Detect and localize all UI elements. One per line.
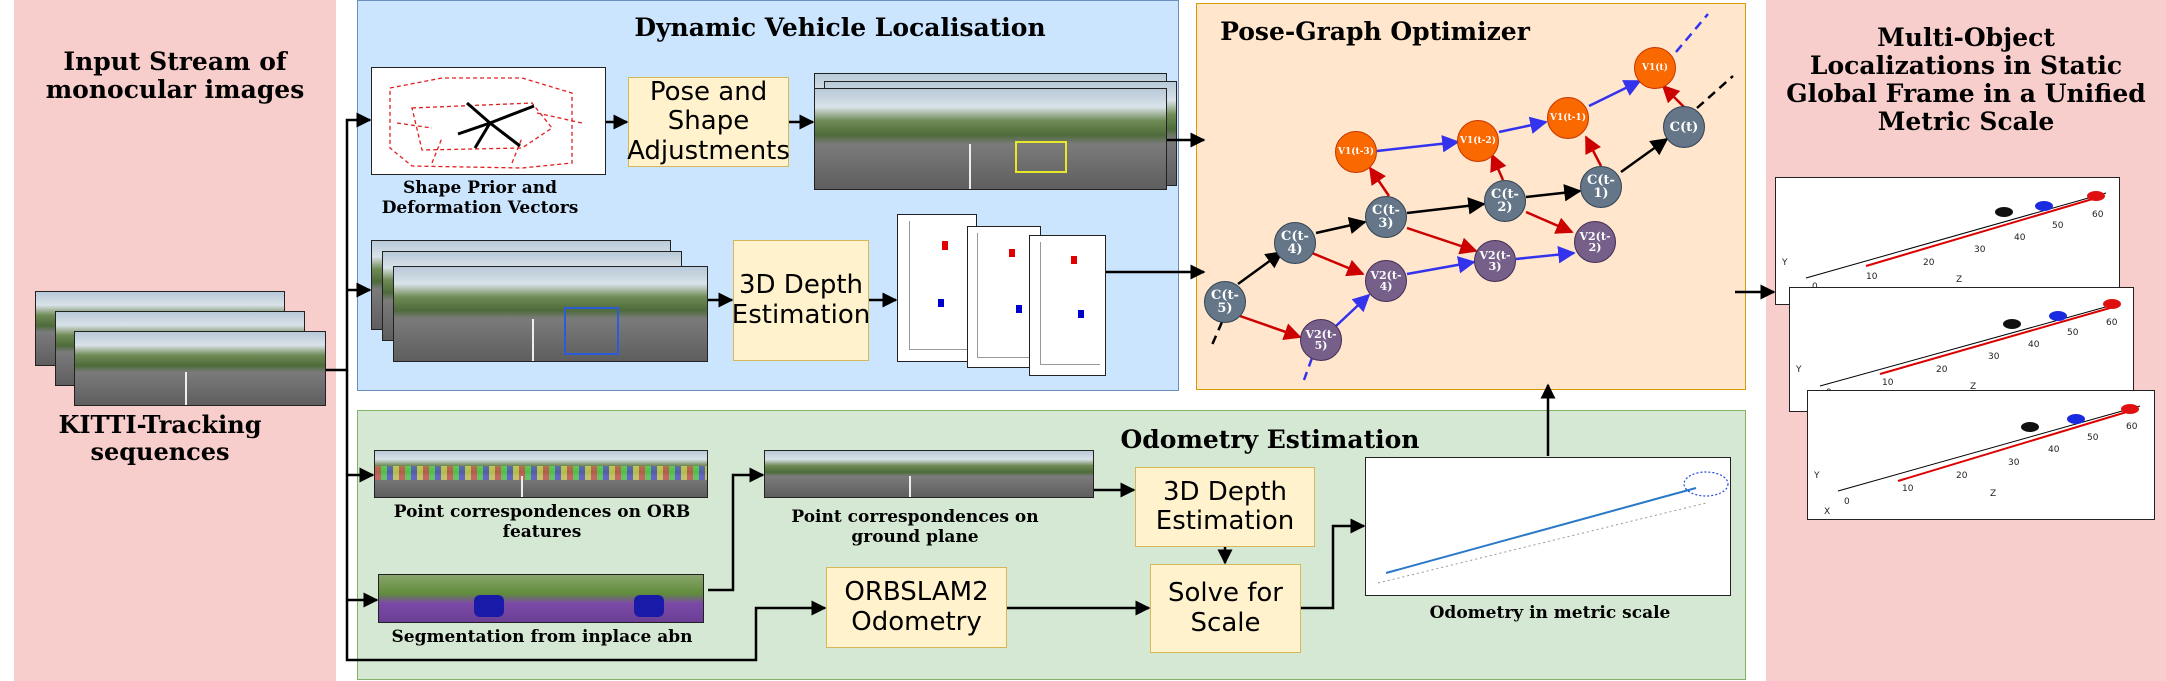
pose-shape-adjustments-box: Pose and Shape Adjustments (627, 77, 790, 167)
tick-10: 10 (1902, 484, 1914, 494)
pgo-panel-title: Pose-Graph Optimizer (1220, 17, 1530, 46)
blue-point (938, 299, 944, 307)
node-v1-t-3: V1(t-3) (1335, 131, 1377, 173)
dvl-panel-title: Dynamic Vehicle Localisation (634, 13, 1046, 42)
tick-30: 30 (1974, 245, 1986, 255)
input-panel-caption: KITTI-Tracking sequences (58, 410, 262, 466)
input-panel-title: Input Stream of monocular images (45, 47, 305, 104)
depth-input-image-3 (393, 266, 708, 362)
tick-30: 30 (1988, 352, 2000, 362)
vehicle-box-yellow (1015, 141, 1067, 173)
solve-for-scale-box: Solve for Scale (1150, 564, 1301, 653)
node-v2-t-5: V2(t-5) (1300, 319, 1342, 361)
segmentation-image (378, 574, 704, 623)
node-v1-t: V1(t) (1634, 47, 1676, 89)
tick-40: 40 (2028, 340, 2040, 350)
output-plot-1: 0 10 20 30 40 50 60 Z Y (1775, 177, 2120, 305)
output-plot-3-drawing (1837, 404, 2141, 492)
shape-prior-image (371, 67, 606, 175)
axis-y-label: Y (1796, 365, 1802, 375)
axis-x-label: X (1824, 507, 1831, 517)
metric-caption: Odometry in metric scale (1429, 603, 1671, 623)
node-c-t-1: C(t-1) (1580, 166, 1622, 208)
node-c-t-4: C(t-4) (1274, 222, 1316, 264)
blue-point (1078, 310, 1084, 318)
node-c-t-5: C(t-5) (1204, 281, 1246, 323)
axis-y-label: Y (1782, 258, 1788, 268)
node-v1-t-2: V1(t-2) (1457, 120, 1499, 162)
metric-trajectory (1377, 471, 1729, 584)
axis-z-label: Z (1956, 275, 1963, 285)
tick-20: 20 (1936, 365, 1948, 375)
output-plot-2-drawing (1819, 299, 2121, 387)
output-plot-1-drawing (1805, 191, 2107, 279)
axis-z-label: Z (1970, 382, 1977, 392)
blue-point (1016, 305, 1022, 313)
node-c-t-2: C(t-2) (1484, 180, 1526, 222)
tick-40: 40 (2048, 445, 2060, 455)
axis-z-label: Z (1990, 489, 1997, 499)
tick-10: 10 (1866, 272, 1878, 282)
odometry-depth-estimation-box: 3D Depth Estimation (1135, 467, 1315, 547)
input-image-stack-3 (74, 331, 326, 406)
tick-50: 50 (2067, 328, 2079, 338)
node-c-t: C(t) (1663, 106, 1705, 148)
tick-20: 20 (1923, 258, 1935, 268)
tick-0: 0 (1844, 497, 1850, 507)
red-point (942, 241, 948, 250)
red-point (1009, 249, 1015, 257)
node-v1-t-1: V1(t-1) (1547, 97, 1589, 139)
tick-60: 60 (2092, 210, 2104, 220)
pose-output-image-3 (814, 88, 1167, 190)
tick-60: 60 (2106, 318, 2118, 328)
red-point (1071, 256, 1077, 264)
tick-10: 10 (1882, 378, 1894, 388)
tick-50: 50 (2052, 221, 2064, 231)
tick-60: 60 (2126, 422, 2138, 432)
depth-plot-2 (967, 226, 1041, 368)
tick-50: 50 (2087, 433, 2099, 443)
orb-correspondence-image (374, 450, 708, 498)
depth-plot-1 (897, 214, 977, 362)
dvl-depth-estimation-box: 3D Depth Estimation (732, 240, 870, 361)
node-v2-t-2: V2(t-2) (1574, 221, 1616, 263)
depth-plot-3 (1029, 235, 1106, 376)
metric-odometry-plot (1365, 457, 1731, 596)
output-plot-3: 0 10 20 30 40 50 60 Z X Y (1807, 390, 2155, 520)
vehicle-box-blue (564, 307, 619, 355)
tick-40: 40 (2014, 233, 2026, 243)
orb-caption: Point correspondences on ORB features (393, 502, 691, 543)
shape-prior-sketch (389, 77, 583, 169)
ground-caption: Point correspondences on ground plane (791, 507, 1039, 548)
axis-y-label: Y (1814, 471, 1820, 481)
node-v2-t-4: V2(t-4) (1365, 260, 1407, 302)
tick-30: 30 (2008, 458, 2020, 468)
odometry-panel-title: Odometry Estimation (1120, 425, 1420, 454)
segmentation-caption: Segmentation from inplace abn (391, 627, 693, 647)
node-c-t-3: C(t-3) (1365, 196, 1407, 238)
shape-prior-caption: Shape Prior and Deformation Vectors (381, 178, 579, 219)
orbslam2-odometry-box: ORBSLAM2 Odometry (826, 567, 1007, 648)
node-v2-t-3: V2(t-3) (1474, 240, 1516, 282)
ground-correspondence-image (764, 450, 1094, 498)
tick-20: 20 (1956, 471, 1968, 481)
output-panel-title: Multi-Object Localizations in Static Glo… (1786, 23, 2146, 136)
